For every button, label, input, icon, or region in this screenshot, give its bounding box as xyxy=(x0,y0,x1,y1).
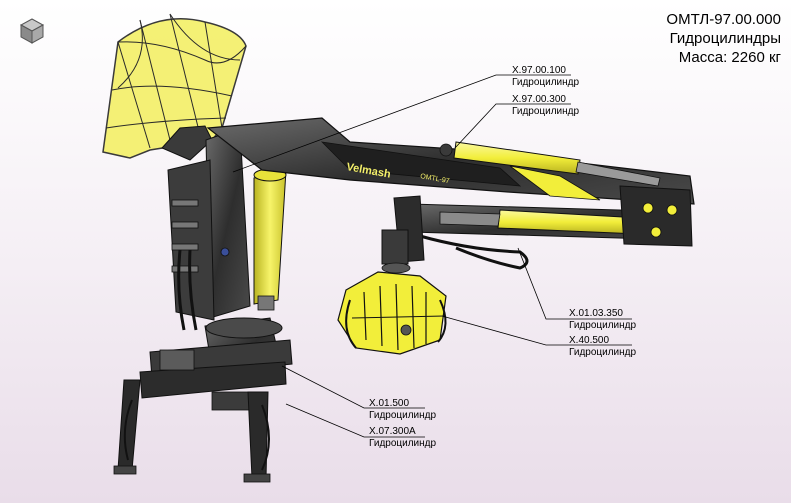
callout-code: X.01.03.350 xyxy=(569,308,623,319)
callout-name: Гидроцилиндр xyxy=(512,106,580,117)
leader-line-3 xyxy=(517,247,632,320)
leader-line-2 xyxy=(454,103,571,149)
drawing-mass: Масса: 2260 кг xyxy=(678,49,781,66)
lift-cylinder xyxy=(253,168,287,311)
callout-cylinder-3: X.01.03.350 Гидроцилиндр xyxy=(569,308,636,332)
drawing-title-block: ОМТЛ-97.00.000 Гидроцилиндры Масса: 2260… xyxy=(666,10,781,67)
callout-name: Гидроцилиндр xyxy=(369,438,437,449)
callout-code: X.40.500 xyxy=(569,335,610,346)
callout-cylinder-1: X.97.00.100 Гидроцилиндр xyxy=(512,65,579,89)
leader-line-5 xyxy=(281,365,425,409)
leader-line-6 xyxy=(285,403,425,438)
leader-lines xyxy=(232,74,632,438)
leader-line-1 xyxy=(232,74,571,173)
callout-name: Гидроцилиндр xyxy=(569,320,637,331)
grapple-assembly xyxy=(337,195,447,355)
callout-code: X.97.00.100 xyxy=(512,65,566,76)
operator-canopy xyxy=(102,13,247,161)
callout-name: Гидроцилиндр xyxy=(369,410,437,421)
leader-line-4 xyxy=(441,315,632,346)
slewing-base xyxy=(139,317,293,411)
callout-cylinder-4: X.40.500 Гидроцилиндр xyxy=(569,335,636,359)
stabilizer-legs xyxy=(113,379,271,483)
callout-cylinder-6: X.07.300A Гидроцилиндр xyxy=(369,426,436,450)
view-orientation-cube-icon[interactable] xyxy=(17,16,47,46)
callout-code: X.01.500 xyxy=(369,398,410,409)
callout-code: X.07.300A xyxy=(369,426,416,437)
callout-name: Гидроцилиндр xyxy=(512,77,580,88)
main-boom: Velmash OMTL-97 xyxy=(206,117,695,205)
callout-name: Гидроцилиндр xyxy=(569,347,637,358)
crane-column xyxy=(167,127,251,331)
callout-cylinder-5: X.01.500 Гидроцилиндр xyxy=(369,398,436,422)
drawing-title: Гидроцилиндры xyxy=(669,30,781,47)
extension-arm xyxy=(409,185,693,270)
callout-cylinder-2: X.97.00.300 Гидроцилиндр xyxy=(512,94,579,118)
callout-code: X.97.00.300 xyxy=(512,94,566,105)
drawing-number: ОМТЛ-97.00.000 xyxy=(666,11,781,28)
boom-cylinder xyxy=(439,141,661,187)
